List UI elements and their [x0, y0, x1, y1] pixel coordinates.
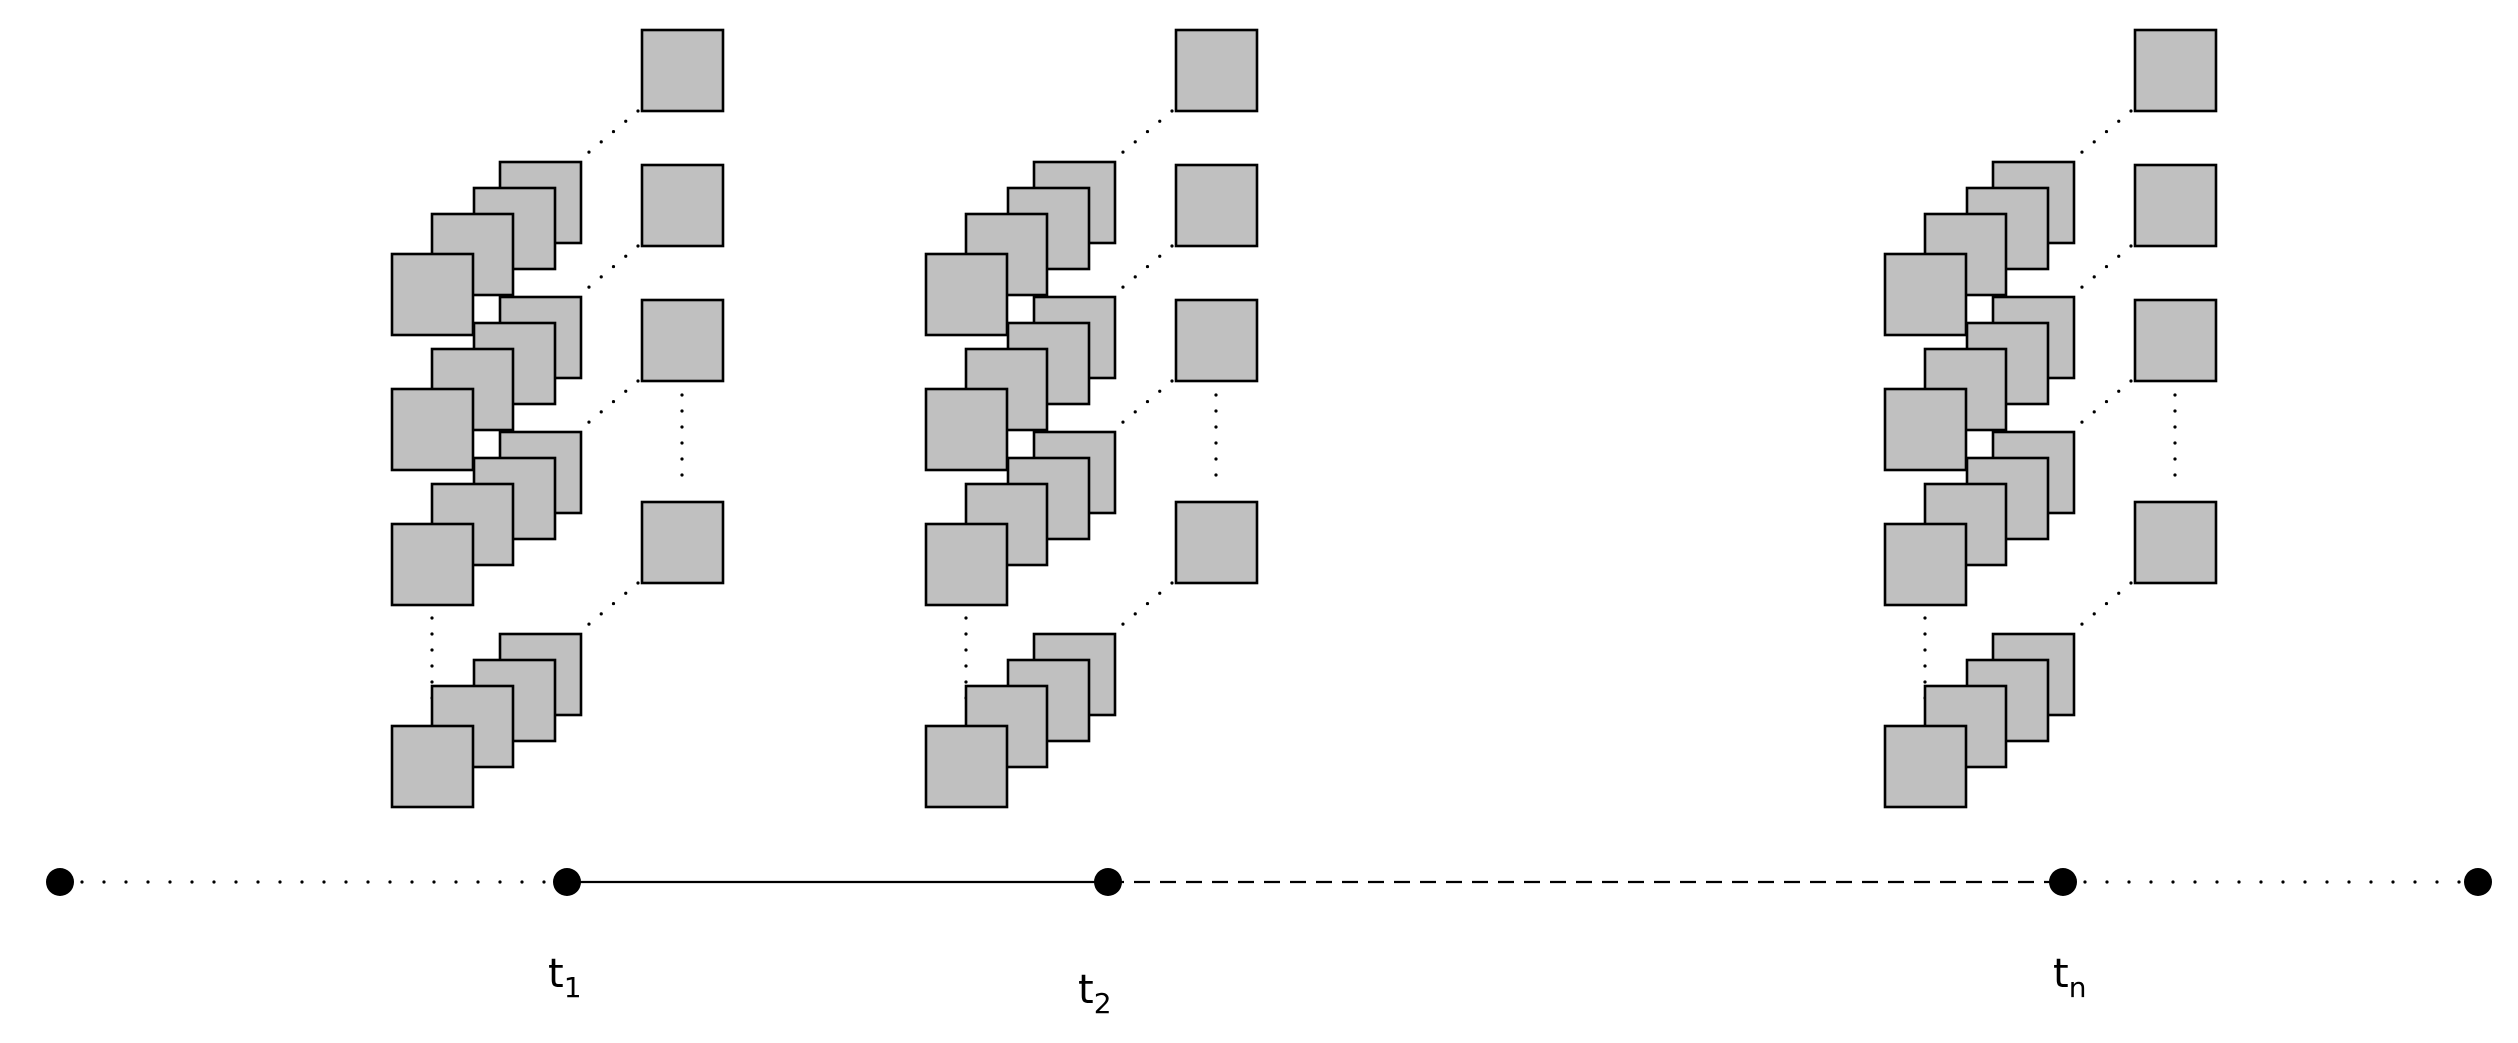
- connector-dots: [580, 379, 640, 430]
- square-stack: [390, 160, 583, 337]
- column-square: [2133, 298, 2218, 383]
- timeline-node: [2464, 868, 2492, 896]
- square-stack: [924, 632, 1117, 809]
- connector-dots: [1114, 109, 1174, 160]
- connector-dots: [580, 244, 640, 295]
- time-label-t1: t1: [548, 951, 582, 1004]
- stack-square: [1883, 522, 1968, 607]
- stack-square: [924, 522, 1009, 607]
- groups-layer: [390, 28, 2218, 809]
- column-square: [2133, 28, 2218, 113]
- column-square: [2133, 163, 2218, 248]
- time-label-t2: t2: [1078, 967, 1112, 1020]
- connector-dots: [580, 581, 640, 632]
- timeline-node: [553, 868, 581, 896]
- timeline-labels: t1 t2 tn: [548, 951, 2086, 1020]
- square-stack: [924, 160, 1117, 337]
- column-square: [1174, 163, 1259, 248]
- timeline: [46, 868, 2492, 896]
- square-stack: [924, 295, 1117, 472]
- connector-dots: [2073, 244, 2133, 295]
- group-t2: [924, 28, 1259, 809]
- stack-square: [1883, 252, 1968, 337]
- square-stack: [1883, 632, 2076, 809]
- connector-dots: [1114, 244, 1174, 295]
- square-stack: [390, 632, 583, 809]
- stack-square: [924, 252, 1009, 337]
- column-square: [640, 163, 725, 248]
- square-stack: [390, 430, 583, 607]
- column-square: [1174, 500, 1259, 585]
- column-square: [2133, 500, 2218, 585]
- time-label-tn: tn: [2053, 951, 2086, 1004]
- connector-dots: [1114, 379, 1174, 430]
- square-stack: [1883, 295, 2076, 472]
- column-square: [640, 28, 725, 113]
- column-square: [640, 500, 725, 585]
- connector-dots: [580, 109, 640, 160]
- stack-square: [390, 252, 475, 337]
- column-square: [1174, 298, 1259, 383]
- stack-square: [390, 724, 475, 809]
- group-tn: [1883, 28, 2218, 809]
- stack-square: [1883, 724, 1968, 809]
- square-stack: [1883, 160, 2076, 337]
- column-square: [640, 298, 725, 383]
- square-stack: [390, 295, 583, 472]
- connector-dots: [1114, 581, 1174, 632]
- connector-dots: [2073, 581, 2133, 632]
- stack-square: [390, 522, 475, 607]
- stack-square: [924, 387, 1009, 472]
- stack-square: [1883, 387, 1968, 472]
- stack-square: [924, 724, 1009, 809]
- connector-dots: [2073, 379, 2133, 430]
- timeline-node: [1094, 868, 1122, 896]
- stack-square: [390, 387, 475, 472]
- connector-dots: [2073, 109, 2133, 160]
- group-t1: [390, 28, 725, 809]
- timeline-node: [46, 868, 74, 896]
- square-stack: [1883, 430, 2076, 607]
- square-stack: [924, 430, 1117, 607]
- column-square: [1174, 28, 1259, 113]
- timeline-node: [2049, 868, 2077, 896]
